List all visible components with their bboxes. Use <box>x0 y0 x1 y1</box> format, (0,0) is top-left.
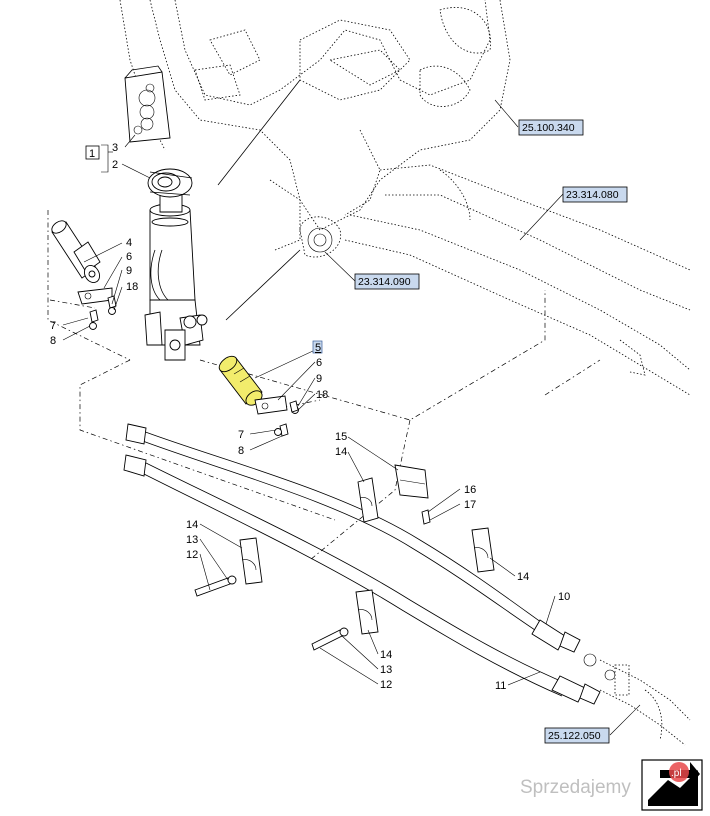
callout-3: 3 <box>112 142 118 154</box>
callout-7-upper: 7 <box>50 320 56 332</box>
watermark-suffix: .pl <box>671 768 682 779</box>
callout-18-upper: 18 <box>126 281 138 293</box>
pivot-pin-highlighted <box>218 355 263 406</box>
callout-6-upper: 6 <box>126 251 132 263</box>
clamp-upper <box>357 477 379 523</box>
ref-link-23-314-080[interactable]: 23.314.080 <box>562 186 628 203</box>
ref-label: 23.314.090 <box>358 276 411 288</box>
callout-6-lower: 6 <box>316 357 322 369</box>
ref-label: 25.122.050 <box>548 730 601 742</box>
callout-14-b: 14 <box>186 519 198 531</box>
retaining-plate-upper <box>77 287 117 330</box>
clamp-right <box>471 527 495 573</box>
ref-label: 25.100.340 <box>522 122 575 134</box>
callout-5: 5 <box>315 342 321 354</box>
retaining-plate-lower <box>254 395 299 437</box>
callout-17: 17 <box>464 499 476 511</box>
watermark-badge <box>669 762 689 782</box>
callout-8-lower: 8 <box>238 445 244 457</box>
ref-label: 23.314.080 <box>566 189 619 201</box>
callout-4: 4 <box>126 237 132 249</box>
callout-14-d: 14 <box>380 649 392 661</box>
kit-box <box>85 145 100 160</box>
seal-kit-bag <box>124 65 171 143</box>
bolt-16 <box>421 509 431 525</box>
ref-link-25-122-050[interactable]: 25.122.050 <box>544 727 610 744</box>
callout-14-a: 14 <box>335 446 347 458</box>
callout-13-a: 13 <box>186 534 198 546</box>
clamp-lower <box>311 589 379 651</box>
callout-9-lower: 9 <box>316 373 322 385</box>
lower-connection <box>599 659 691 746</box>
watermark: Sprzedajemy .pl <box>520 762 689 798</box>
callout-1: 1 <box>89 148 95 160</box>
callouts: 1 3 2 4 6 9 18 7 8 5 6 9 18 7 8 15 14 16… <box>50 142 570 692</box>
ref-link-25-100-340[interactable]: 25.100.340 <box>518 119 584 136</box>
callout-12-a: 12 <box>186 549 198 561</box>
callout-18-lower: 18 <box>316 389 328 401</box>
callout-12-b: 12 <box>380 679 392 691</box>
callout-2: 2 <box>112 159 118 171</box>
callout-13-b: 13 <box>380 664 392 676</box>
callout-16: 16 <box>464 484 476 496</box>
ref-link-23-314-090[interactable]: 23.314.090 <box>354 273 420 290</box>
leader-lines <box>62 79 641 736</box>
callout-10: 10 <box>558 591 570 603</box>
reference-links: 25.100.340 23.314.080 23.314.090 25.122.… <box>354 119 628 744</box>
callout-9-upper: 9 <box>126 265 132 277</box>
clamp-left <box>194 537 263 597</box>
upper-pin <box>51 220 101 283</box>
callout-8-upper: 8 <box>50 335 56 347</box>
highlight-box <box>312 340 323 354</box>
callout-14-c: 14 <box>517 571 529 583</box>
callout-7-lower: 7 <box>238 429 244 441</box>
bearing <box>147 168 193 198</box>
watermark-text: Sprzedajemy <box>520 777 631 798</box>
callout-11: 11 <box>495 680 506 692</box>
callout-15: 15 <box>335 431 347 443</box>
hydraulic-cylinder <box>144 189 208 361</box>
bracket-15 <box>394 464 429 499</box>
hoses <box>123 423 616 705</box>
